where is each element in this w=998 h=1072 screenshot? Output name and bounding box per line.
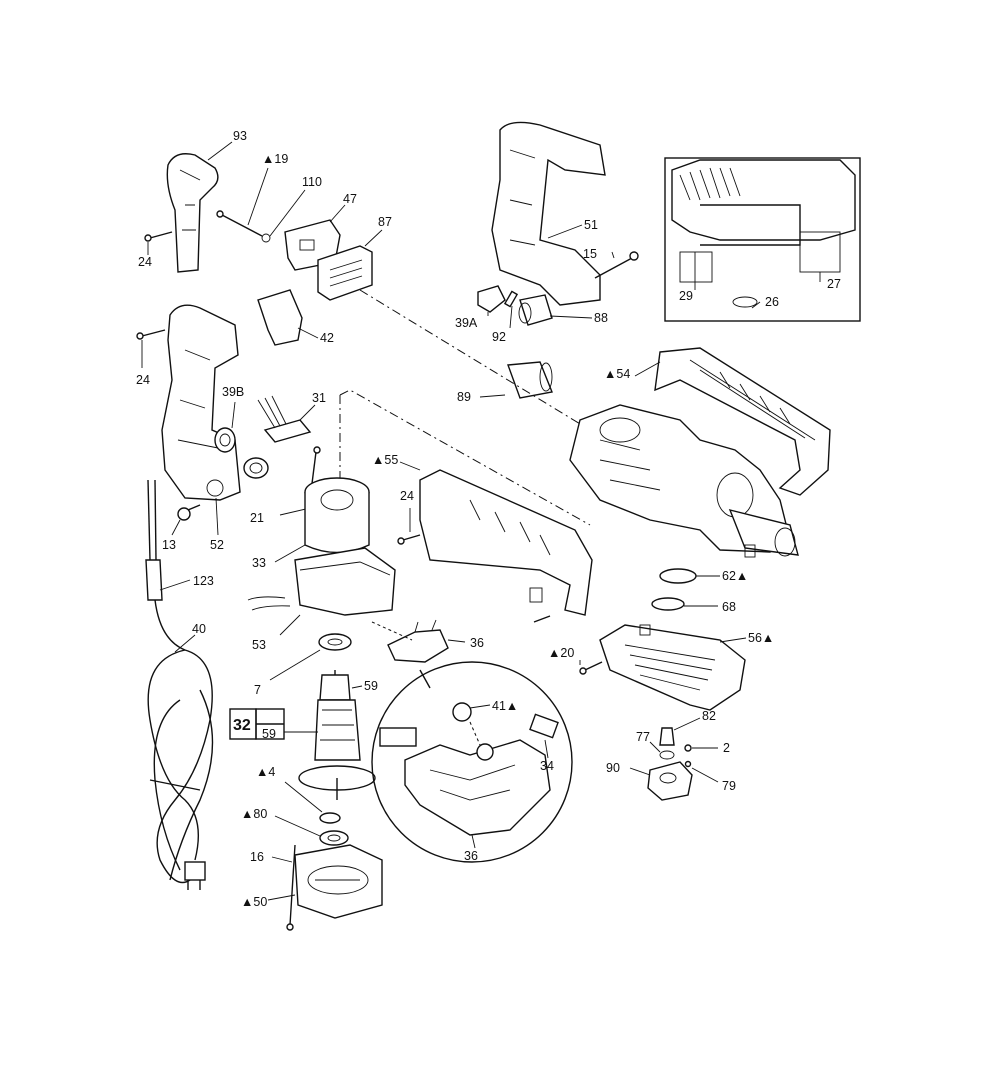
label-51: 51 bbox=[584, 218, 598, 232]
label-90: 90 bbox=[606, 761, 620, 775]
part-2-ball: 2 bbox=[684, 741, 730, 755]
part-68-ring: 68 bbox=[651, 597, 736, 614]
label-92: 92 bbox=[492, 330, 506, 344]
label-41: 41▲ bbox=[492, 699, 518, 713]
label-79: 79 bbox=[722, 779, 736, 793]
part-40-power-cord: 40 bbox=[147, 599, 214, 890]
label-31: 31 bbox=[312, 391, 326, 405]
arrow-line-brush bbox=[371, 621, 413, 641]
part-53-motor-housing: 53 bbox=[247, 547, 396, 652]
label-123: 123 bbox=[193, 574, 214, 588]
kit-box-32-59: 32 59 bbox=[229, 708, 318, 741]
label-39b: 39B bbox=[222, 385, 244, 399]
part-15-screw: 15 bbox=[583, 247, 639, 279]
label-80: ▲80 bbox=[241, 807, 267, 821]
label-40: 40 bbox=[192, 622, 206, 636]
part-7-bearing: 7 bbox=[254, 633, 352, 697]
part-20-screw: ▲20 bbox=[548, 646, 603, 675]
part-39b-bushing: 39B bbox=[214, 385, 244, 453]
label-93: 93 bbox=[233, 129, 247, 143]
label-15: 15 bbox=[583, 247, 597, 261]
part-55-motor-cover: ▲55 bbox=[372, 453, 593, 616]
part-87-pad: 87 bbox=[317, 215, 392, 301]
label-39a: 39A bbox=[455, 316, 478, 330]
part-54-housing: ▲54 bbox=[604, 347, 831, 496]
label-42: 42 bbox=[320, 331, 334, 345]
part-13-screw: 13 bbox=[162, 504, 201, 552]
label-29: 29 bbox=[679, 289, 693, 303]
part-90-base: 90 bbox=[606, 761, 693, 801]
label-13: 13 bbox=[162, 538, 176, 552]
label-36-top: 36 bbox=[470, 636, 484, 650]
part-31-pad: 31 bbox=[257, 391, 326, 443]
brush-holder-detail-circle: 41▲ 34 36 bbox=[371, 661, 573, 863]
label-82: 82 bbox=[702, 709, 716, 723]
label-7: 7 bbox=[254, 683, 261, 697]
part-16-screw: 16 bbox=[250, 844, 296, 931]
part-82-knob: 82 bbox=[659, 709, 716, 746]
label-27: 27 bbox=[827, 277, 841, 291]
label-47: 47 bbox=[343, 192, 357, 206]
part-51-handle: 51 bbox=[491, 121, 606, 306]
label-54: ▲54 bbox=[604, 367, 630, 381]
label-19: ▲19 bbox=[262, 152, 288, 166]
label-21: 21 bbox=[250, 511, 264, 525]
label-34: 34 bbox=[540, 759, 554, 773]
part-4-washer: ▲4 bbox=[256, 765, 341, 824]
part-80-bearing: ▲80 bbox=[241, 807, 349, 846]
label-24-cover: 24 bbox=[400, 489, 414, 503]
label-110: 110 bbox=[302, 175, 322, 189]
assembly-centerline bbox=[359, 289, 591, 431]
part-50-end-cap: ▲50 bbox=[241, 844, 383, 919]
label-59-box: 59 bbox=[262, 727, 276, 741]
part-24-screw-mid: 24 bbox=[136, 329, 166, 387]
part-79-pin: 79 bbox=[684, 760, 736, 793]
part-92-pin: 92 bbox=[492, 290, 519, 344]
part-123-cord-guard: 123 bbox=[145, 479, 214, 601]
label-20: ▲20 bbox=[548, 646, 574, 660]
part-42-bracket: 42 bbox=[257, 289, 334, 346]
part-62-ring: 62▲ bbox=[659, 568, 748, 584]
part-59-armature: 59 bbox=[298, 670, 378, 800]
label-87: 87 bbox=[378, 215, 392, 229]
label-88: 88 bbox=[594, 311, 608, 325]
label-36-bottom: 36 bbox=[464, 849, 478, 863]
label-89: 89 bbox=[457, 390, 471, 404]
label-56: 56▲ bbox=[748, 631, 774, 645]
label-59: 59 bbox=[364, 679, 378, 693]
label-32-box: 32 bbox=[233, 717, 251, 734]
label-52: 52 bbox=[210, 538, 224, 552]
label-2: 2 bbox=[723, 741, 730, 755]
label-33: 33 bbox=[252, 556, 266, 570]
label-55: ▲55 bbox=[372, 453, 398, 467]
part-24-screw-top: 24 bbox=[138, 231, 173, 269]
part-89-cylinder: 89 bbox=[457, 361, 553, 404]
part-main-gear-housing bbox=[569, 404, 799, 558]
label-26: 26 bbox=[765, 295, 779, 309]
inset-detail-box: 29 26 27 bbox=[664, 157, 861, 322]
part-screw-cover-bottom bbox=[533, 615, 551, 623]
label-24-mid: 24 bbox=[136, 373, 150, 387]
part-24-screw-cover: 24 bbox=[397, 489, 421, 545]
label-53: 53 bbox=[252, 638, 266, 652]
part-bushing-left bbox=[243, 457, 269, 479]
label-50: ▲50 bbox=[241, 895, 267, 909]
label-77: 77 bbox=[636, 730, 650, 744]
part-77-spring: 77 bbox=[636, 730, 675, 760]
label-68: 68 bbox=[722, 600, 736, 614]
part-19-screw: ▲19 110 bbox=[216, 152, 322, 243]
label-62: 62▲ bbox=[722, 569, 748, 583]
part-36-brush-holder: 36 bbox=[387, 619, 484, 663]
part-39a-clip: 39A bbox=[455, 285, 506, 330]
label-16: 16 bbox=[250, 850, 264, 864]
assembly-line-upper bbox=[339, 389, 591, 526]
part-56-shroud: 56▲ bbox=[599, 624, 774, 711]
label-24-top: 24 bbox=[138, 255, 152, 269]
part-93-handle-cover: 93 bbox=[166, 129, 247, 273]
part-88-sleeve: 88 bbox=[518, 294, 608, 326]
label-4: ▲4 bbox=[256, 765, 275, 779]
